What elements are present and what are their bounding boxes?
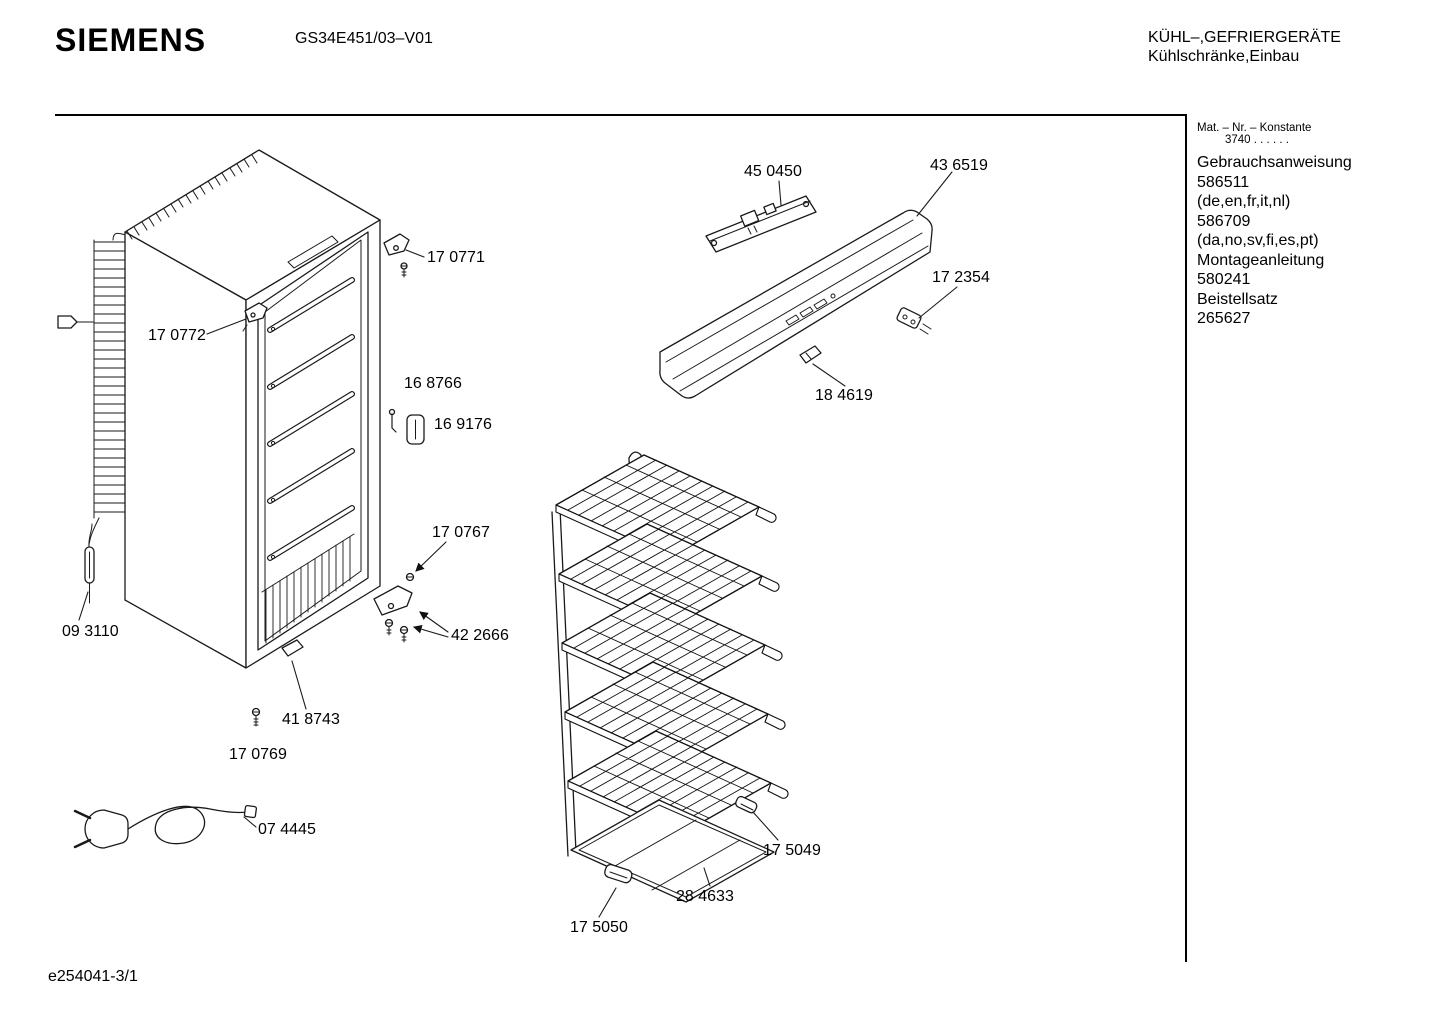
info-line: (de,en,fr,it,nl) [1197, 193, 1291, 210]
info-line: 580241 [1197, 271, 1251, 288]
part-label-284633: 28 4633 [676, 888, 734, 905]
screw-170769-drawing [251, 707, 261, 727]
switch-drawing [896, 307, 932, 335]
info-line: Gebrauchsanweisung [1197, 154, 1352, 171]
cabinet-drawing [124, 149, 381, 669]
part-label-169176: 16 9176 [434, 416, 492, 433]
pin-drawing [388, 408, 397, 433]
door-stop-drawing [406, 414, 425, 445]
mat-nr-label: Mat. – Nr. – Konstante [1197, 122, 1312, 134]
info-line: (da,no,sv,fi,es,pt) [1197, 232, 1319, 249]
model-number: GS34E451/03–V01 [295, 30, 433, 47]
shelf-stack-drawing [551, 451, 789, 857]
part-label-175050: 17 5050 [570, 919, 628, 936]
info-line: Montageanleitung [1197, 251, 1325, 269]
part-label-436519: 43 6519 [930, 157, 988, 174]
part-label-450450: 45 0450 [744, 163, 802, 180]
mid-hinge-drawing [242, 302, 268, 332]
leader-lines [78, 171, 958, 918]
document-number: e254041-3/1 [48, 968, 138, 985]
bottom-clip-drawing [281, 639, 304, 657]
shelf-bracket-drawing [604, 863, 633, 884]
info-panel: Mat. – Nr. – Konstante 3740 . . . . . . … [1197, 122, 1432, 329]
part-label-175049: 17 5049 [763, 842, 821, 859]
info-line: Beistellsatz [1197, 290, 1278, 308]
control-board-drawing [705, 195, 817, 253]
part-label-184619: 18 4619 [815, 387, 873, 404]
shelf-frame-drawing [570, 799, 775, 903]
power-cord-drawing [73, 804, 258, 849]
door-panel-drawing [659, 209, 933, 399]
panel-clip-drawing [799, 345, 822, 364]
part-label-170769: 17 0769 [229, 746, 287, 763]
category-line-1: KÜHL–,GEFRIERGERÄTE [1148, 29, 1341, 46]
part-label-093110: 09 3110 [62, 623, 119, 640]
screw-170767-drawing [405, 572, 415, 582]
foot-bracket-drawing [373, 585, 413, 643]
info-panel-divider [1185, 114, 1187, 962]
part-label-168766: 16 8766 [404, 375, 462, 392]
siemens-logo: SIEMENS [55, 22, 207, 58]
part-label-170767: 17 0767 [432, 524, 490, 541]
info-line: 586511 [1197, 173, 1250, 191]
part-label-418743: 41 8743 [282, 711, 340, 728]
category-title: KÜHL–,GEFRIERGERÄTE Kühlschränke,Einbau [1148, 28, 1341, 66]
header-divider [55, 114, 1186, 116]
temperature-sensor-drawing [84, 523, 95, 604]
part-label-422666: 42 2666 [451, 627, 509, 644]
mat-nr-value: 3740 . . . . . . [1225, 134, 1289, 146]
shelf-clip-drawing [735, 795, 758, 814]
part-label-172354: 17 2354 [932, 269, 990, 286]
part-label-074445: 07 4445 [258, 821, 316, 838]
coil-clip-drawing [57, 315, 94, 329]
info-line: 265627 [1197, 310, 1251, 327]
info-line: 586709 [1197, 212, 1251, 230]
part-label-170772: 17 0772 [148, 327, 206, 344]
top-hinge-drawing [383, 233, 410, 278]
category-line-2: Kühlschränke,Einbau [1148, 48, 1300, 65]
part-label-170771: 17 0771 [427, 249, 485, 266]
